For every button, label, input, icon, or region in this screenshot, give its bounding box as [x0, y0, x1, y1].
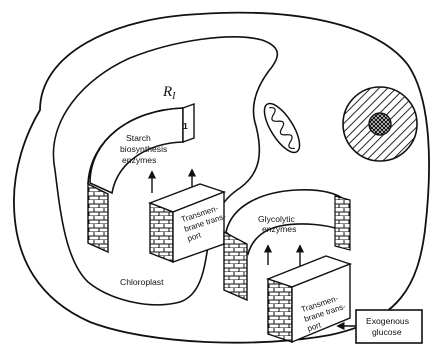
chloroplast-label: Chloroplast [120, 277, 164, 287]
nucleus [343, 87, 417, 161]
glycolytic-enzymes-label: Glycolytic enzymes [258, 214, 297, 234]
marker-label: 1 [183, 121, 188, 131]
